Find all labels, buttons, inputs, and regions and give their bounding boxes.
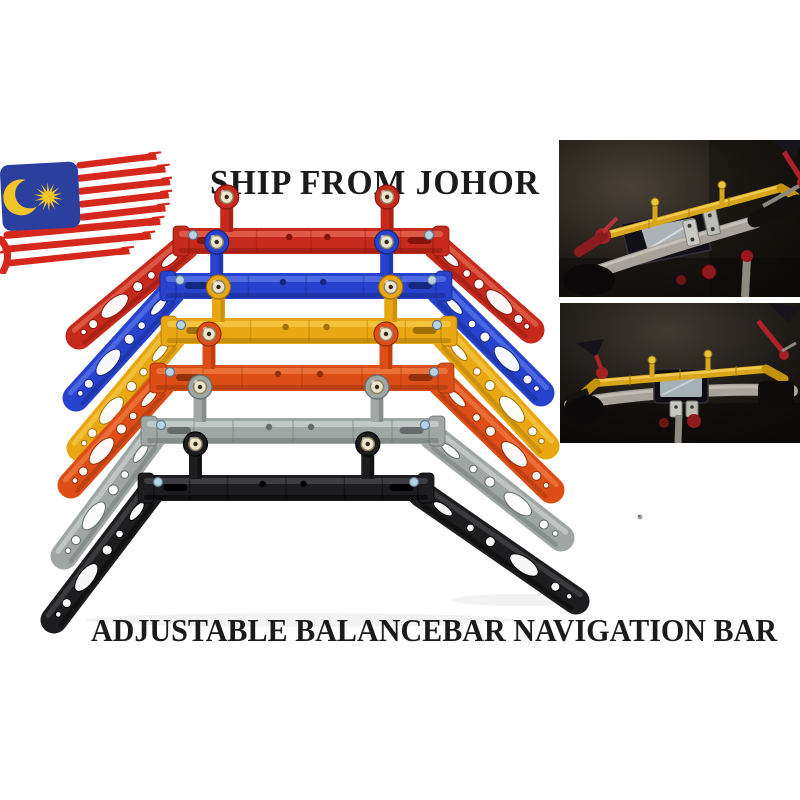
installed-bar-photo-top — [559, 140, 800, 297]
balance-bar-black — [40, 431, 590, 634]
installed-bar-photo-1-svg — [559, 140, 800, 297]
product-title-text: ADJUSTABLE BALANCEBAR NAVIGATION BAR — [90, 612, 778, 648]
ship-from-text: SHIP FROM JOHOR — [210, 163, 540, 202]
malaysia-flag — [0, 150, 175, 275]
installed-bar-photo-2-svg — [560, 303, 800, 443]
installed-bar-photo-bottom — [560, 303, 800, 443]
balance-bar-blue — [62, 229, 555, 412]
malaysia-flag-svg — [0, 151, 175, 275]
